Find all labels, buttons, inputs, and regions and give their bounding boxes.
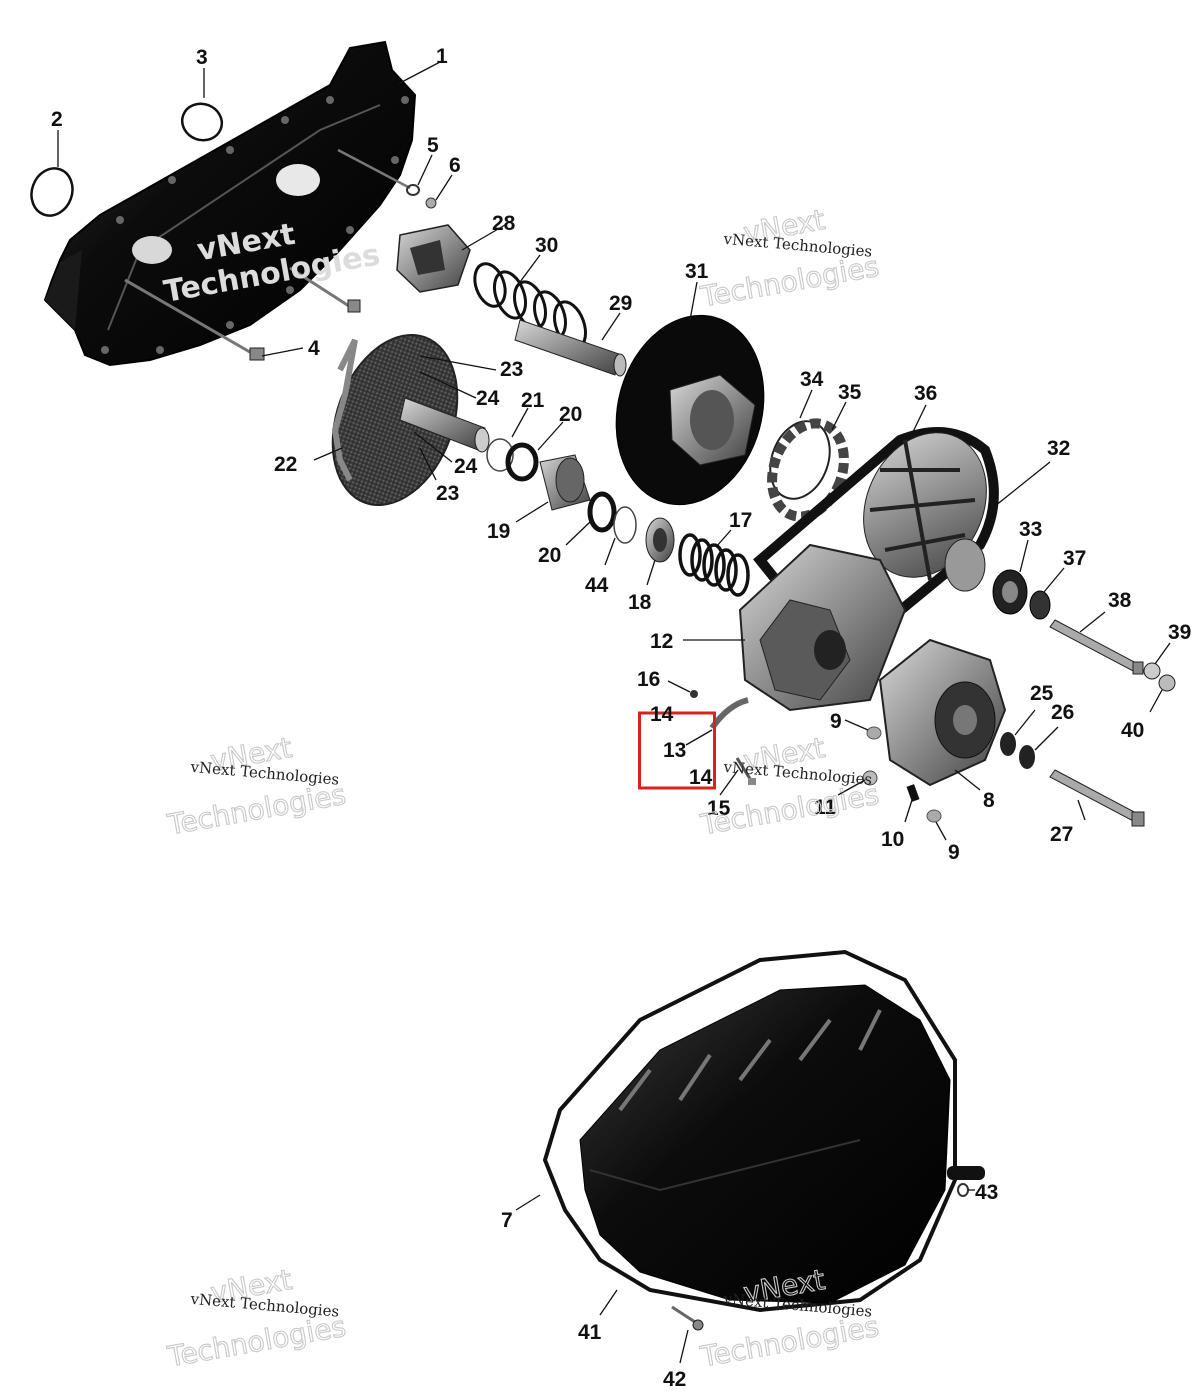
callout-17: 17 xyxy=(729,509,752,532)
tube-part-13 xyxy=(709,697,749,730)
sheave-part-31 xyxy=(615,314,765,506)
callout-21: 21 xyxy=(521,389,545,412)
callout-40: 40 xyxy=(1121,719,1144,742)
callout-13: 13 xyxy=(663,739,686,762)
plug-part-43 xyxy=(947,1166,985,1180)
callout-36: 36 xyxy=(914,382,937,405)
nut-part-16 xyxy=(690,690,698,698)
callout-20b: 20 xyxy=(538,544,561,567)
leader-lines xyxy=(57,61,1171,1364)
bolt-part-38 xyxy=(1049,619,1144,675)
callout-9b: 9 xyxy=(948,841,960,864)
watermark-line2: Technologies xyxy=(697,250,881,314)
callout-15: 15 xyxy=(707,797,731,820)
callout-18: 18 xyxy=(628,591,652,614)
roller-cage-part-35 xyxy=(767,418,849,522)
callout-44: 44 xyxy=(585,574,609,597)
secondary-assembly-part-12-32 xyxy=(738,432,987,712)
callout-8: 8 xyxy=(983,789,995,812)
roller-part-11 xyxy=(862,770,878,786)
watermark-line2: Technologies xyxy=(697,1310,881,1374)
callout-27: 27 xyxy=(1050,823,1073,846)
spring-part-17 xyxy=(678,533,750,597)
washer-part-26 xyxy=(1019,745,1035,769)
callout-20a: 20 xyxy=(559,403,582,426)
callout-42: 42 xyxy=(663,1368,686,1391)
pin-part-10 xyxy=(906,784,920,802)
shaft-part-29 xyxy=(514,319,627,377)
fixed-sheave-part-22 xyxy=(331,333,490,507)
watermark-line2: Technologies xyxy=(164,778,348,842)
highlight-box xyxy=(638,711,716,790)
callout-4: 4 xyxy=(308,337,320,360)
screw-part-15 xyxy=(735,757,756,785)
callout-34: 34 xyxy=(800,368,824,391)
callout-labels: 1 2 3 4 5 6 28 30 29 31 23 24 22 24 23 2… xyxy=(51,45,1191,1391)
callout-2: 2 xyxy=(51,108,63,131)
watermark-mid-left: vNext vNext Technologies Technologies xyxy=(164,730,349,842)
callout-32: 32 xyxy=(1047,437,1070,460)
bearing-part-33 xyxy=(992,569,1028,615)
callout-12: 12 xyxy=(650,630,673,653)
ring-part-20a xyxy=(505,442,539,482)
callout-37: 37 xyxy=(1063,547,1086,570)
ring-part-21 xyxy=(486,438,514,472)
callout-23a: 23 xyxy=(500,358,523,381)
callout-35: 35 xyxy=(838,381,862,404)
watermark-mid-right: vNext vNext Technologies Technologies xyxy=(697,730,882,842)
callout-25: 25 xyxy=(1030,682,1054,705)
bolt-part-27 xyxy=(1049,769,1145,827)
watermark-line2: Technologies xyxy=(164,1310,348,1374)
watermark-bottom-left: vNext vNext Technologies Technologies xyxy=(164,1262,349,1374)
callout-9a: 9 xyxy=(830,710,842,733)
clip-part-43 xyxy=(957,1183,969,1197)
callout-16: 16 xyxy=(637,668,660,691)
bearing-part-18 xyxy=(645,517,675,563)
callout-29: 29 xyxy=(609,292,632,315)
o-ring-part-3 xyxy=(180,102,224,142)
callout-22: 22 xyxy=(274,453,297,476)
callout-7: 7 xyxy=(501,1209,513,1232)
inner-cover-part xyxy=(43,40,417,367)
belt-part-36 xyxy=(753,427,999,668)
button-part-9b xyxy=(926,809,942,823)
spider-part-8 xyxy=(878,638,1007,787)
nut-parts-39-40 xyxy=(1143,662,1176,692)
screw-parts-5-6 xyxy=(337,148,437,209)
callout-33: 33 xyxy=(1019,518,1042,541)
callout-19: 19 xyxy=(487,520,510,543)
ring-part-20b xyxy=(587,491,617,533)
callout-24a: 24 xyxy=(476,387,500,410)
callout-3: 3 xyxy=(196,46,208,69)
callout-26: 26 xyxy=(1051,701,1074,724)
callout-38: 38 xyxy=(1108,589,1132,612)
callout-23b: 23 xyxy=(436,482,459,505)
screw-part-42 xyxy=(671,1305,704,1331)
callout-31: 31 xyxy=(685,260,709,283)
callout-28: 28 xyxy=(492,212,516,235)
callout-10: 10 xyxy=(881,828,904,851)
callout-43: 43 xyxy=(975,1181,998,1204)
callout-14a: 14 xyxy=(650,703,674,726)
o-ring-part-2 xyxy=(30,167,74,217)
callout-6: 6 xyxy=(449,154,461,177)
button-part-9a xyxy=(866,726,882,740)
callout-39: 39 xyxy=(1168,621,1191,644)
screw-parts-4 xyxy=(124,266,361,361)
callout-1: 1 xyxy=(436,45,448,68)
callout-11: 11 xyxy=(814,796,837,819)
watermark-top-right: vNext vNext Technologies Technologies xyxy=(697,202,882,314)
callout-24b: 24 xyxy=(454,455,478,478)
ring-part-44 xyxy=(613,506,637,544)
washer-part-25 xyxy=(1000,732,1016,756)
washer-part-37 xyxy=(1029,590,1051,620)
callout-14b: 14 xyxy=(689,766,713,789)
callout-5: 5 xyxy=(427,134,439,157)
outer-cover-part xyxy=(542,949,957,1313)
callout-30: 30 xyxy=(535,234,558,257)
callout-41: 41 xyxy=(578,1321,602,1344)
bushing-part-19 xyxy=(539,454,591,511)
cam-part-28 xyxy=(396,224,471,293)
